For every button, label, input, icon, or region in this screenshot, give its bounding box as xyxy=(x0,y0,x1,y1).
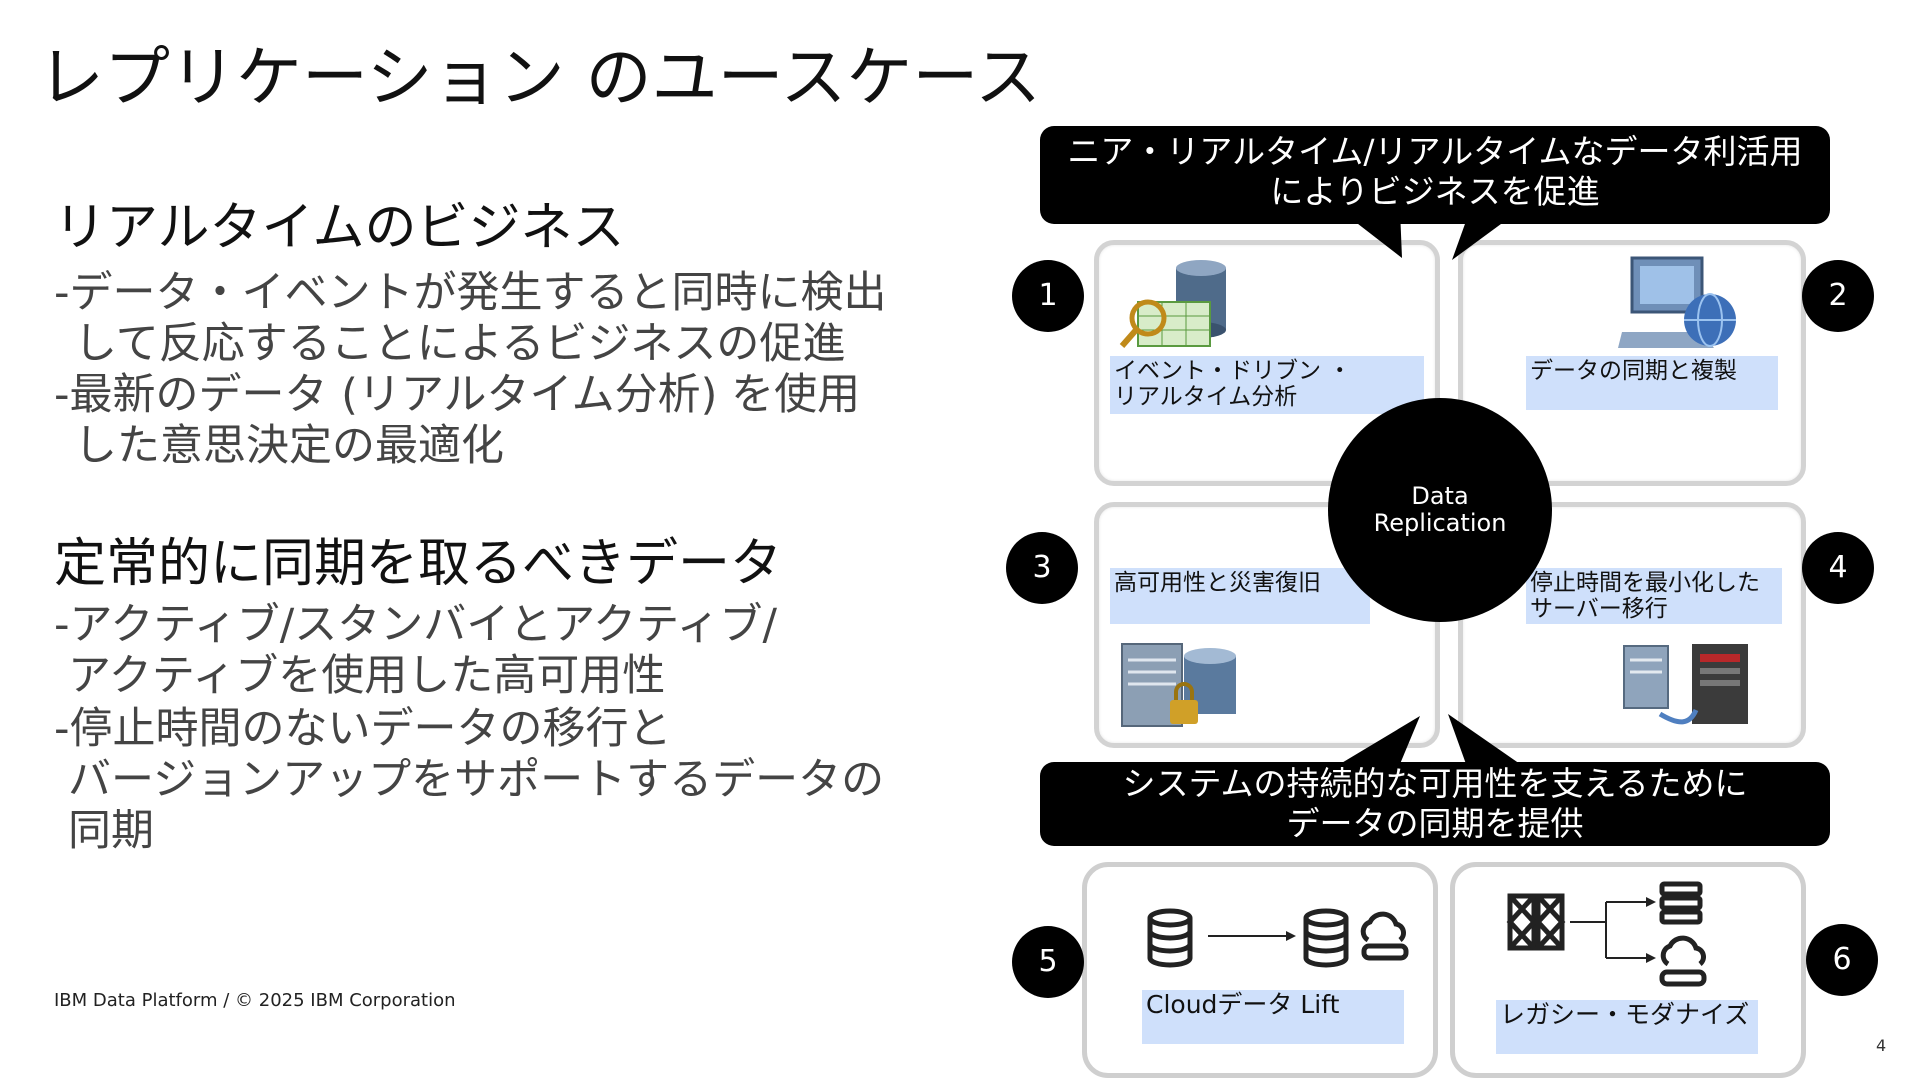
secure-server-icon xyxy=(1121,643,1236,727)
legacy-to-cloud-icon xyxy=(1506,881,1707,987)
top-callout-pointers xyxy=(1340,210,1520,260)
bullet-line: -データ・イベントが発生すると同時に検出 xyxy=(54,268,887,318)
quadrant-label-4: 停止時間を最小化した サーバー移行 xyxy=(1526,568,1782,624)
bullet-line: -最新のデータ (リアルタイム分析) を使用 xyxy=(54,370,861,420)
bullet-line: -停止時間のないデータの移行と xyxy=(54,704,672,754)
bullet-line: 同期 xyxy=(68,806,154,856)
bullet-line: して反応することによるビジネスの促進 xyxy=(74,319,846,369)
top-callout: ニア・リアルタイム/リアルタイムなデータ利活用 によりビジネスを促進 xyxy=(1040,126,1830,224)
footer-copyright: IBM Data Platform / © 2025 IBM Corporati… xyxy=(54,990,456,1011)
bullet-sync-1: -アクティブ/スタンバイとアクティブ/ アクティブを使用した高可用性 xyxy=(54,600,777,702)
section-heading-sync: 定常的に同期を取るべきデータ xyxy=(54,534,783,594)
hub-line: Data xyxy=(1411,482,1469,510)
callout-line: ニア・リアルタイム/リアルタイムなデータ利活用 xyxy=(1067,132,1803,171)
panel-label-5: Cloudデータ Lift xyxy=(1142,990,1404,1044)
hub-line: Replication xyxy=(1373,509,1507,537)
page-title: レプリケーション のユースケース xyxy=(38,39,1042,116)
bottom-callout: システムの持続的な可用性を支えるために データの同期を提供 xyxy=(1040,762,1830,846)
bullet-line: した意思決定の最適化 xyxy=(74,421,504,471)
label-line: リアルタイム分析 xyxy=(1114,384,1298,410)
data-replication-hub: Data Replication xyxy=(1328,398,1552,622)
server-migration-icon xyxy=(1623,644,1748,725)
database-to-cloud-icon xyxy=(1147,908,1409,968)
quadrant-label-3: 高可用性と災害復旧 xyxy=(1110,568,1370,624)
bullet-realtime-2: -最新のデータ (リアルタイム分析) を使用 した意思決定の最適化 xyxy=(54,370,860,472)
number-badge-1: 1 xyxy=(1012,260,1084,332)
bullet-realtime-1: -データ・イベントが発生すると同時に検出 して反応することによるビジネスの促進 xyxy=(54,268,887,370)
number-badge-3: 3 xyxy=(1006,532,1078,604)
bullet-line: -アクティブ/スタンバイとアクティブ/ xyxy=(54,600,778,650)
bullet-sync-2: -停止時間のないデータの移行と バージョンアップをサポートするデータの 同期 xyxy=(54,704,884,857)
computer-globe-icon xyxy=(1618,256,1736,348)
quadrant-label-1: イベント・ドリブン ・ リアルタイム分析 xyxy=(1110,356,1424,414)
label-line: イベント・ドリブン ・ xyxy=(1114,358,1352,384)
callout-line: データの同期を提供 xyxy=(1286,804,1584,843)
bullet-line: バージョンアップをサポートするデータの xyxy=(68,755,885,805)
number-badge-4: 4 xyxy=(1802,532,1874,604)
label-line: 停止時間を最小化した xyxy=(1530,570,1760,596)
number-badge-6: 6 xyxy=(1806,924,1878,996)
number-badge-5: 5 xyxy=(1012,926,1084,998)
quadrant-label-2: データの同期と複製 xyxy=(1526,356,1778,410)
panel-label-6: レガシー・モダナイズ xyxy=(1496,1000,1758,1054)
callout-line: によりビジネスを促進 xyxy=(1270,172,1600,211)
bullet-line: アクティブを使用した高可用性 xyxy=(68,651,666,701)
section-heading-realtime: リアルタイムのビジネス xyxy=(54,198,625,258)
page-number: 4 xyxy=(1876,1036,1887,1055)
callout-line: システムの持続的な可用性を支えるために xyxy=(1122,764,1748,803)
bottom-callout-pointers xyxy=(1340,714,1520,764)
label-line: サーバー移行 xyxy=(1530,596,1668,622)
number-badge-2: 2 xyxy=(1802,260,1874,332)
database-analytics-icon xyxy=(1119,260,1226,348)
